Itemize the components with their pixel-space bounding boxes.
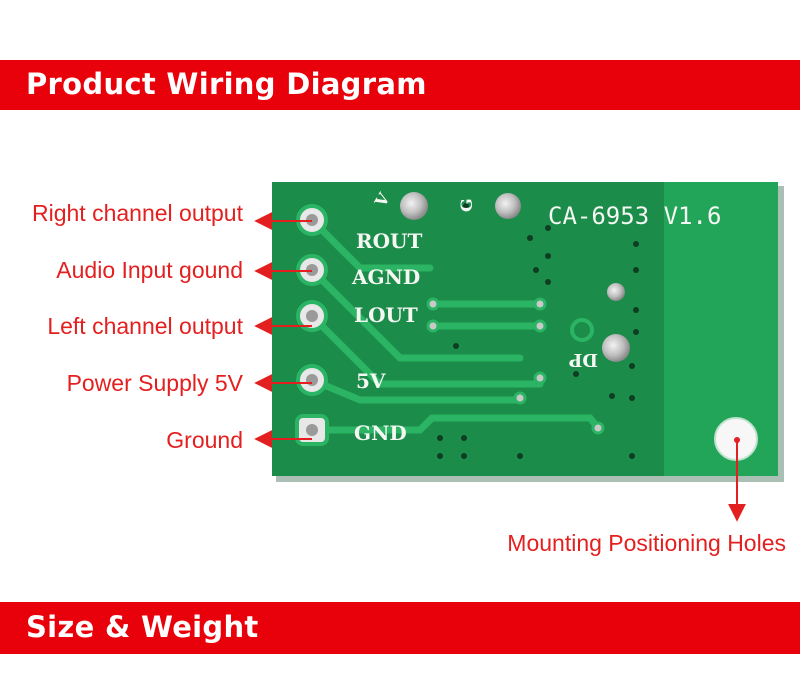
silk-g: G: [457, 198, 476, 212]
trace-bus: [436, 300, 544, 330]
silk-gnd: GND: [354, 421, 407, 445]
page-title: Product Wiring Diagram: [26, 67, 427, 101]
pad-g: [495, 193, 521, 219]
silk-lout: LOUT: [354, 303, 418, 327]
trace-lout: [308, 312, 544, 388]
label-ground: Ground: [166, 427, 243, 453]
pcb-model-label: CA-6953 V1.6: [548, 202, 721, 230]
label-right-channel-output: Right channel output: [32, 200, 244, 226]
vias: [437, 203, 639, 459]
callout-arrows: [254, 212, 746, 522]
bus-pads: [426, 297, 605, 435]
label-left-channel-output: Left channel output: [47, 313, 243, 339]
label-mounting-holes: Mounting Positioning Holes: [507, 530, 786, 556]
section-title: Size & Weight: [26, 610, 259, 644]
trace-agnd: [308, 266, 524, 362]
label-power-supply: Power Supply 5V: [67, 370, 244, 396]
silk-agnd: AGND: [351, 265, 420, 289]
pad-dp: [602, 334, 630, 362]
pad-small: [607, 283, 625, 301]
pcb-traces: [308, 216, 602, 434]
trace-rout: [308, 216, 434, 272]
trace-5v: [308, 376, 524, 404]
footer-banner: Size & Weight: [0, 602, 800, 654]
header-banner: Product Wiring Diagram: [0, 60, 800, 110]
silk-5v: 5V: [356, 369, 386, 393]
trace-gnd: [308, 414, 602, 434]
silk-rout: ROUT: [356, 229, 422, 253]
pad-v: [400, 192, 428, 220]
silk-dp: DP: [568, 349, 598, 370]
label-audio-input-ground: Audio Input gound: [56, 257, 243, 283]
pad-ring: [570, 318, 594, 342]
